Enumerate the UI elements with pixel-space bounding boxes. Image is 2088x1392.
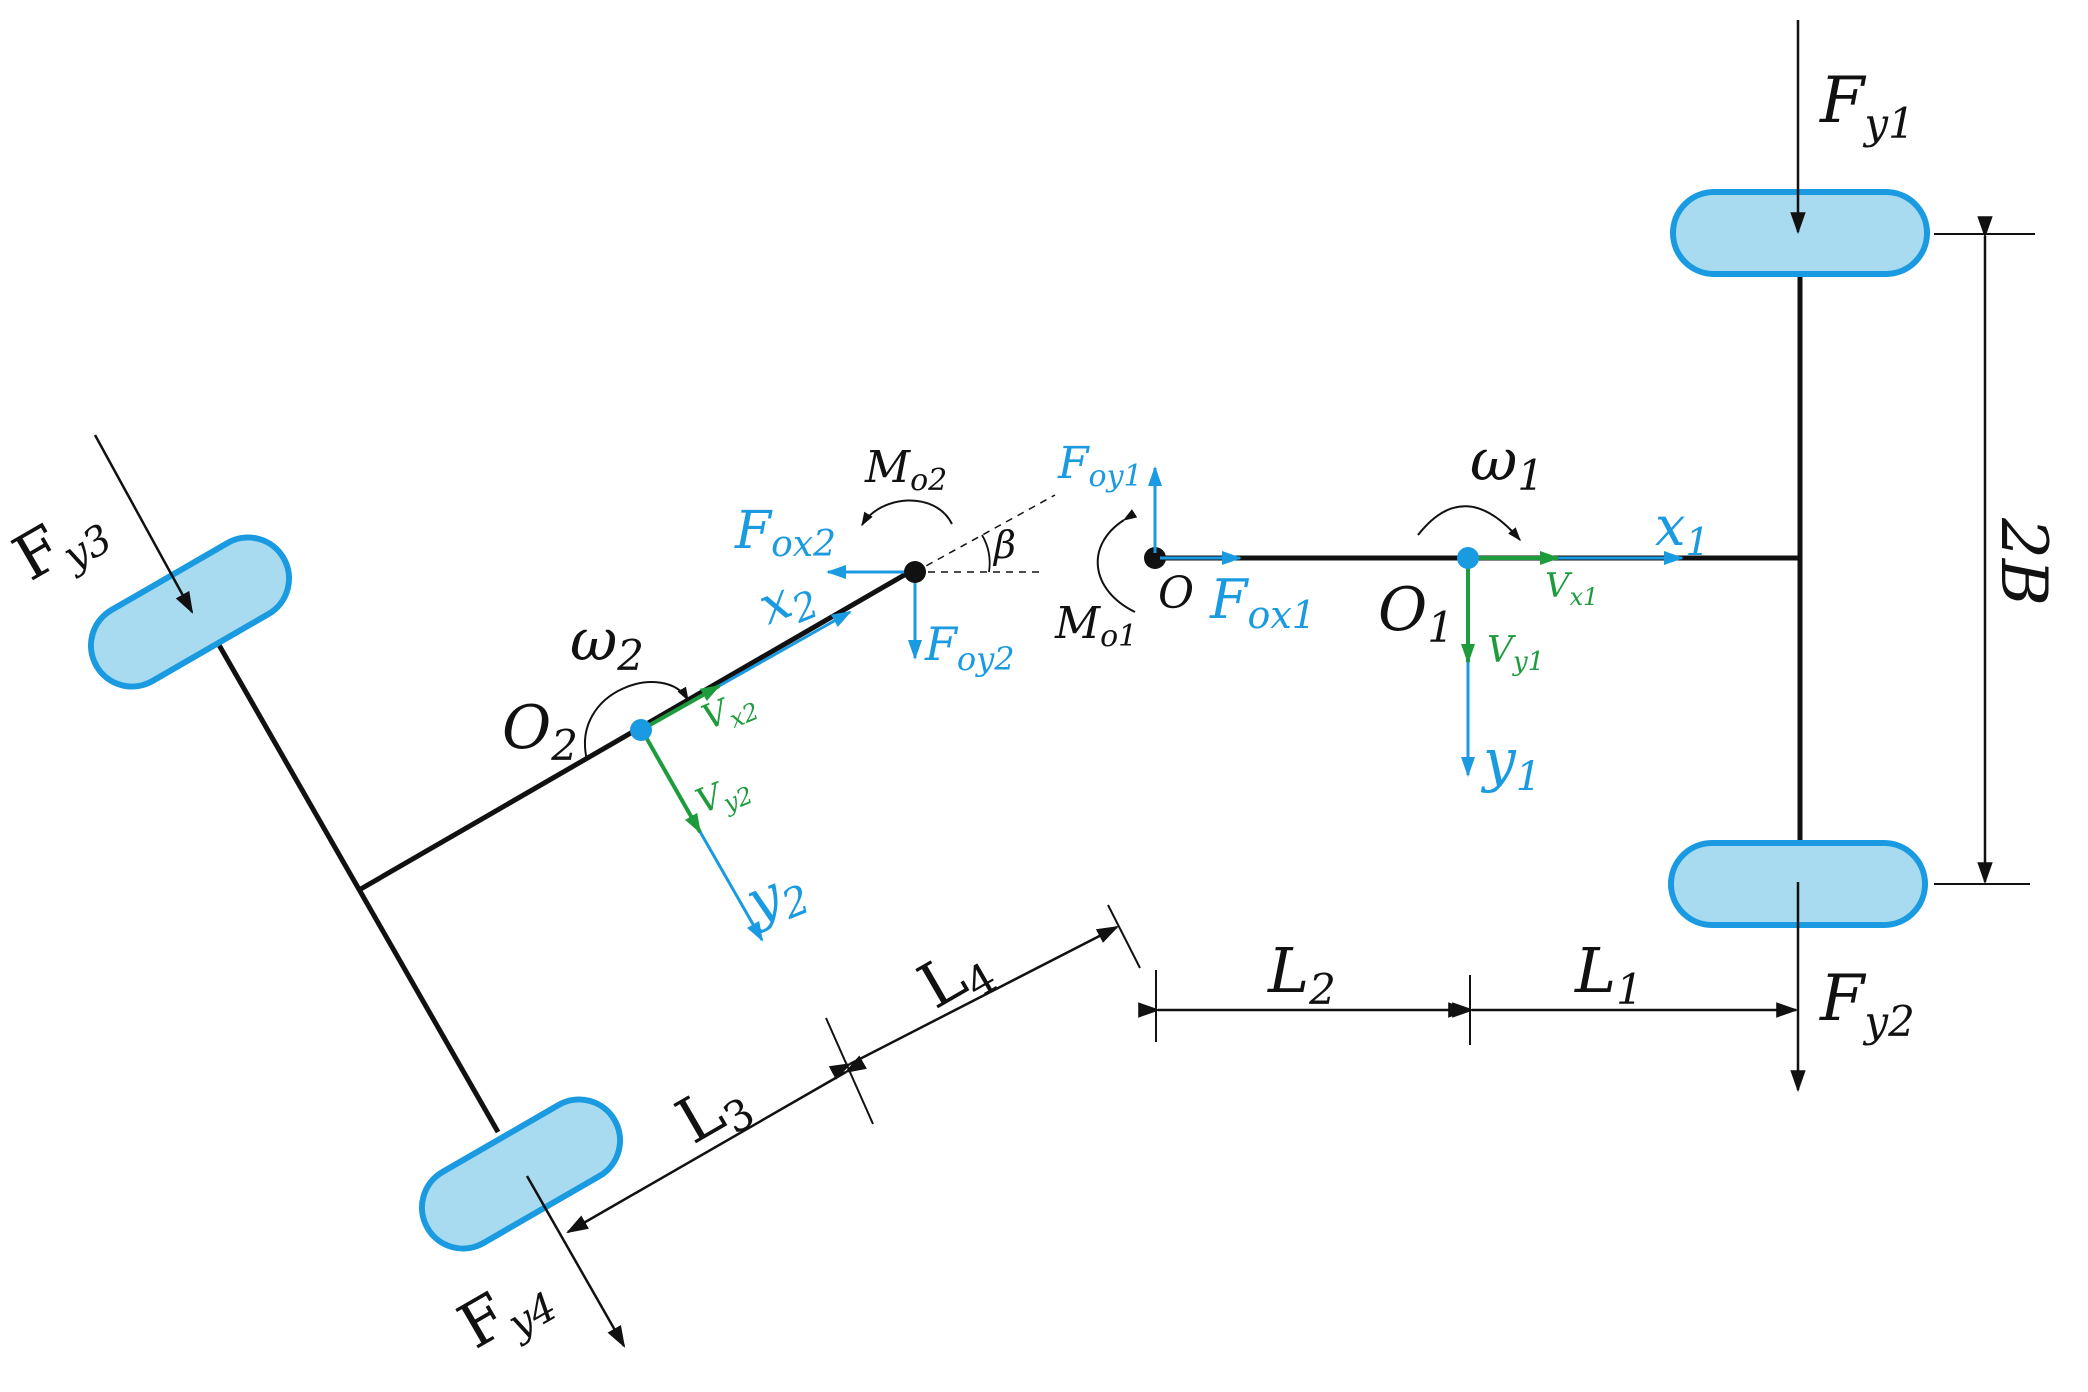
point-o2	[630, 719, 652, 741]
dim-l4-ext-right	[1107, 904, 1141, 969]
label-mo2: Mo2	[864, 442, 947, 498]
label-mo1: Mo1	[1054, 598, 1137, 654]
velocity-vx2-arrow	[640, 684, 721, 732]
label-beta: β	[992, 523, 1016, 567]
label-vy1: Vy1	[1487, 630, 1544, 677]
label-x1: x1	[1655, 495, 1710, 564]
label-omega1: ω1	[1470, 426, 1544, 500]
rotation-omega1-arc	[1417, 505, 1521, 542]
velocity-vy2-arrow	[641, 731, 702, 834]
dim-l3-l4-ext-middle	[825, 1017, 874, 1125]
point-o1	[1457, 547, 1479, 569]
dim-l3-line	[566, 1055, 868, 1234]
wheel-4	[418, 1096, 624, 1252]
force-fy4-arrow	[525, 1175, 626, 1348]
moment-mo2-arc	[861, 499, 953, 527]
label-o: O	[1158, 568, 1194, 619]
reference-line-inclined	[914, 494, 1056, 573]
label-l2: L2	[1267, 934, 1336, 1014]
wheel-1	[1670, 189, 1930, 277]
label-omega2: ω2	[570, 606, 644, 680]
label-fy3: Fy3	[1, 486, 120, 601]
label-l1: L1	[1574, 934, 1643, 1014]
label-y1: y1	[1480, 726, 1541, 800]
label-fox1: Fox1	[1209, 568, 1316, 637]
moment-mo1-arc	[1096, 509, 1138, 613]
label-l4: L4	[906, 926, 1005, 1029]
label-vx1: Vx1	[1545, 566, 1598, 611]
dim-l4-line	[828, 925, 1119, 1080]
label-o1: O1	[1378, 575, 1454, 652]
label-o2: O2	[502, 693, 578, 770]
label-fy2: Fy2	[1819, 962, 1915, 1046]
hinge-point-o	[1144, 547, 1166, 569]
label-foy2: Foy2	[924, 617, 1015, 678]
rear-axle	[212, 636, 501, 1134]
label-fy4: Fy4	[446, 1254, 565, 1369]
label-x2: x2	[750, 561, 824, 642]
label-vy2: Vy2	[690, 765, 756, 827]
angle-beta-arc	[981, 534, 991, 573]
rotation-omega2-arc	[584, 681, 689, 761]
label-l3: L3	[664, 1061, 763, 1164]
force-fy3-arrow	[93, 434, 194, 614]
label-fy1: Fy1	[1819, 64, 1915, 148]
label-y2: y2	[734, 853, 816, 941]
label-2b: 2B	[1986, 517, 2060, 606]
rear-hinge-point	[904, 561, 926, 583]
label-fox2: Fox2	[734, 501, 836, 565]
label-foy1: Foy1	[1057, 438, 1143, 494]
